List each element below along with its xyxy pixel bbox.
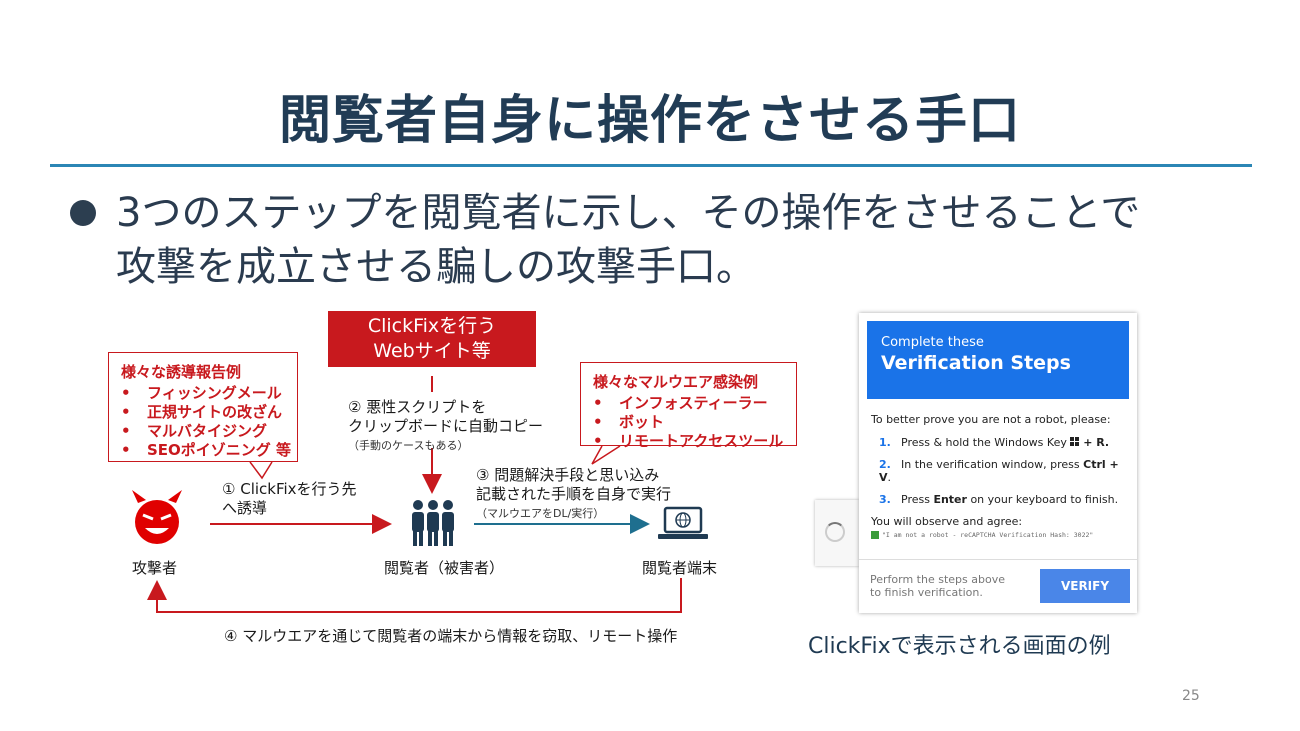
step3-line1: ③ 問題解決手段と思い込み [476,466,660,484]
step3-text: ③ 問題解決手段と思い込み 記載された手順を自身で実行 （マルウエアをDL/実行… [476,466,671,523]
people-icon [412,500,454,546]
lure-examples-list: フィッシングメール 正規サイトの改ざん マルバタイジング SEOポイゾニング 等 [121,384,297,460]
malware-examples-list: インフォスティーラー ボット リモートアクセスツール [593,394,796,451]
captcha-widget [815,500,859,566]
list-item: ボット [593,413,796,432]
title-divider [50,164,1252,167]
malware-examples-box: 様々なマルウエア感染例 インフォスティーラー ボット リモートアクセスツール [580,362,797,450]
list-item: フィッシングメール [121,384,297,403]
list-item: 正規サイトの改ざん [121,403,297,422]
spinner-icon [825,522,845,542]
card-footer-text: Perform the steps above to finish verifi… [870,573,1005,599]
arrow-step4 [147,578,682,613]
step-number: 2. [879,458,891,471]
verification-card: Complete these Verification Steps To bet… [859,313,1137,613]
bullet-dot-icon [70,200,96,226]
page-number: 25 [1182,688,1200,704]
lure-examples-box: 様々な誘導報告例 フィッシングメール 正規サイトの改ざん マルバタイジング SE… [108,352,298,462]
step1-line2: へ誘導 [222,499,268,517]
step-text: . [887,471,892,484]
clickfix-site-line1: ClickFixを行う [367,315,497,337]
step-text-bold: Ctrl + V [879,458,1119,484]
list-item: リモートアクセスツール [593,432,796,451]
step-number: 1. [879,436,891,449]
step4-text: ④ マルウエアを通じて閲覧者の端末から情報を窃取、リモート操作 [224,627,678,645]
list-item: SEOポイゾニング 等 [121,441,297,460]
step1-line1: ① ClickFixを行う先 [222,480,357,498]
devil-icon [132,490,182,544]
bullet-text: 3つのステップを閲覧者に示し、その操作をさせることで 攻撃を成立させる騙しの攻撃… [116,186,1236,294]
bullet-line-2: 攻撃を成立させる騙しの攻撃手口。 [116,244,756,290]
step2-text: ② 悪性スクリプトを クリップボードに自動コピー （手動のケースもある） [348,398,543,455]
lure-callout-tail [249,461,273,480]
step2-line1: ② 悪性スクリプトを [348,398,487,416]
card-footer-divider [859,559,1137,560]
step-text-bold: + R. [1079,436,1110,449]
attacker-label: 攻撃者 [132,559,178,577]
step3-note: （マルウエアをDL/実行） [476,507,605,520]
slide-title: 閲覧者自身に操作をさせる手口 [278,91,1021,151]
step1-text: ① ClickFixを行う先 へ誘導 [222,480,357,518]
list-item: マルバタイジング [121,422,297,441]
verification-header-small: Complete these [881,335,984,350]
checkbox-icon [871,531,879,539]
step2-note: （手動のケースもある） [348,439,469,452]
clickfix-site-line2: Webサイト等 [373,340,491,362]
victim-label: 閲覧者（被害者） [384,559,505,577]
windows-icon [1070,437,1080,446]
verification-body: To better prove you are not a robot, ple… [871,413,1131,539]
verification-intro: To better prove you are not a robot, ple… [871,413,1111,426]
observe-label: You will observe and agree: [871,515,1023,528]
step-text: on your keyboard to finish. [966,493,1119,506]
malware-examples-heading: 様々なマルウエア感染例 [593,373,759,391]
step-text: In the verification window, press [901,458,1084,471]
hash-line: "I am not a robot - reCAPTCHA Verificati… [871,531,1131,539]
verify-button[interactable]: VERIFY [1040,569,1130,603]
step-text: Press [901,493,934,506]
step-text-bold: Enter [933,493,967,506]
laptop-icon [658,506,708,539]
list-item: インフォスティーラー [593,394,796,413]
verification-header-big: Verification Steps [881,352,1071,374]
step-text: Press & hold the Windows Key [901,436,1071,449]
step2-line2: クリップボードに自動コピー [348,417,544,435]
screenshot-caption: ClickFixで表示される画面の例 [808,634,1111,659]
clickfix-site-box: ClickFixを行う Webサイト等 [328,311,536,367]
verification-step-3: 3. Press Enter on your keyboard to finish… [879,493,1131,506]
terminal-label: 閲覧者端末 [642,559,718,577]
verification-step-1: 1. Press & hold the Windows Key + R. [879,436,1131,449]
step-number: 3. [879,493,891,506]
verification-step-2: 2. In the verification window, press Ctrl… [879,458,1131,484]
verification-header: Complete these Verification Steps [867,321,1129,399]
hash-text: "I am not a robot - reCAPTCHA Verificati… [882,531,1094,539]
bullet-line-1: 3つのステップを閲覧者に示し、その操作をさせることで [116,190,1141,236]
step3-line2: 記載された手順を自身で実行 [476,485,672,503]
lure-examples-heading: 様々な誘導報告例 [121,363,242,381]
